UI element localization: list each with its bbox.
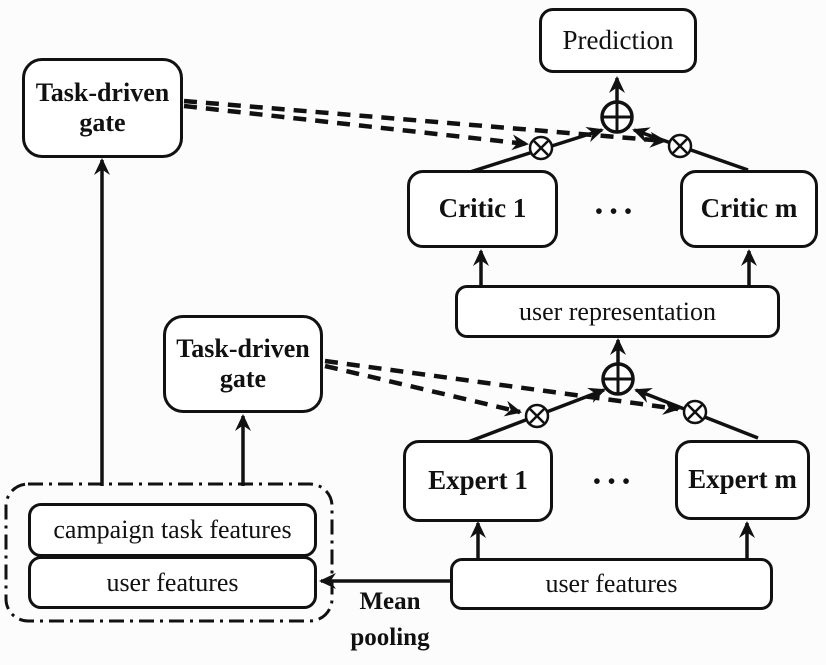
dashed-gate-top-to-times-right (183, 98, 667, 148)
task-driven-gate-mid-node: Task-driven gate (163, 315, 323, 413)
campaign-task-features-label: campaign task features (53, 515, 292, 545)
circled-times-icon (528, 135, 554, 161)
critic-1-label: Critic 1 (438, 193, 527, 224)
prediction-node: Prediction (539, 8, 697, 73)
expert-1-label: Expert 1 (428, 465, 528, 496)
user-features-right-label: user features (545, 569, 678, 599)
circled-times-icon (524, 403, 550, 429)
gate-top-label-line2: gate (79, 108, 126, 137)
user-features-right-node: user features (450, 558, 773, 610)
user-representation-label: user representation (518, 296, 717, 326)
dashed-gate-mid-to-times-right (324, 358, 680, 415)
gate-top-label-line1: Task-driven (35, 78, 170, 108)
expert-m-node: Expert m (675, 440, 810, 520)
dashed-gate-mid-to-times-left (324, 363, 522, 417)
user-representation-node: user representation (455, 285, 780, 338)
expert-1-node: Expert 1 (403, 440, 553, 522)
circled-times-icon (682, 399, 708, 425)
user-features-left-label: user features (106, 567, 239, 597)
circled-times-icon (667, 133, 693, 159)
mean-pooling-line2: pooling (350, 624, 430, 652)
critic-m-node: Critic m (680, 170, 818, 248)
circled-plus-icon (600, 100, 634, 134)
prediction-label: Prediction (562, 24, 674, 55)
gate-mid-label-line1: Task-driven (176, 334, 310, 364)
circled-plus-icon (601, 362, 635, 396)
mean-pooling-annotation: Mean pooling (325, 584, 455, 660)
mean-pooling-line1: Mean (359, 588, 421, 615)
expert-m-label: Expert m (688, 464, 797, 495)
critic-1-node: Critic 1 (407, 170, 558, 248)
task-user-feature-group-border (4, 482, 334, 623)
critics-ellipsis: • • • (595, 198, 633, 223)
experts-ellipsis: • • • (593, 468, 631, 493)
dashed-gate-top-to-times-left (183, 103, 529, 151)
critic-m-label: Critic m (700, 193, 798, 224)
campaign-task-features-node: campaign task features (28, 503, 317, 557)
gate-mid-label-line2: gate (219, 364, 267, 393)
task-driven-gate-top-node: Task-driven gate (22, 58, 183, 158)
user-features-left-node: user features (28, 556, 317, 609)
